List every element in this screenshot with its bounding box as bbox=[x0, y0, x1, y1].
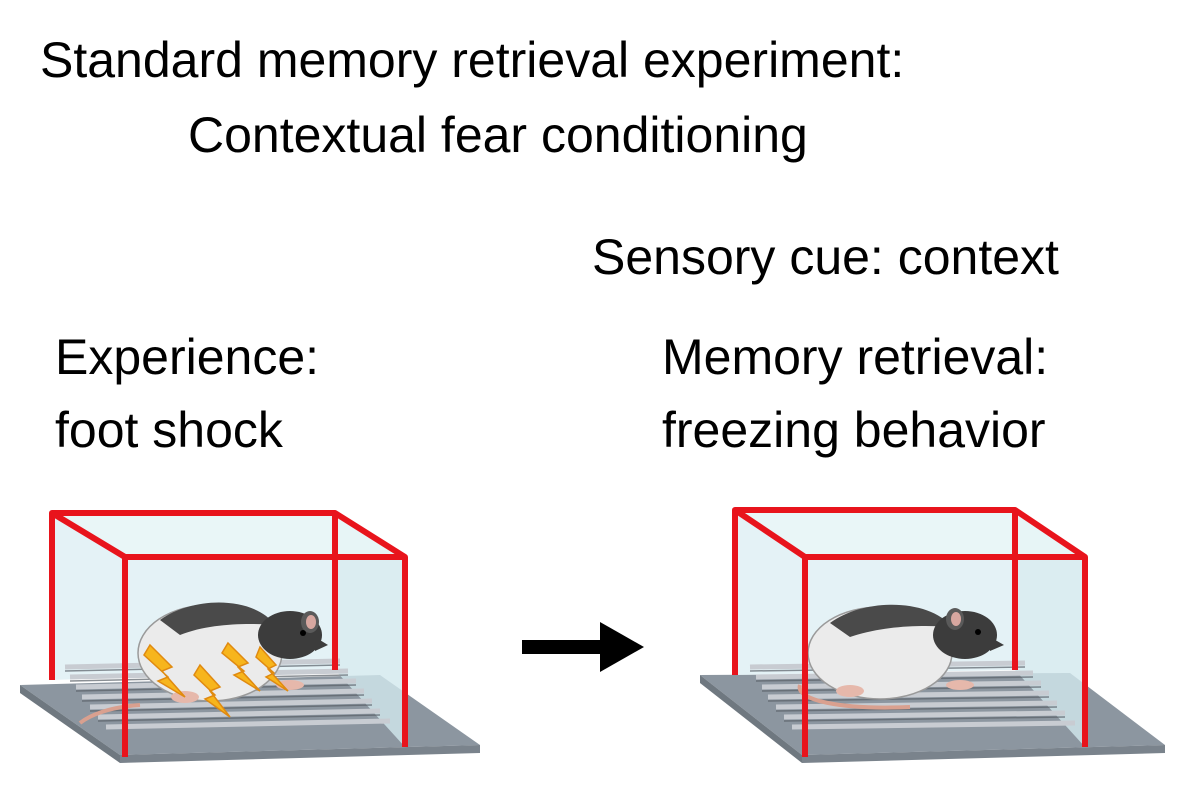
cage-frame bbox=[732, 507, 1088, 757]
cage-floor-front bbox=[802, 745, 1165, 763]
shock-cage-illustration bbox=[20, 510, 480, 763]
cage-glass-top bbox=[735, 510, 1085, 557]
retrieval-subheading: freezing behavior bbox=[662, 402, 1046, 458]
cage-frame bbox=[49, 510, 408, 757]
experience-heading: Experience: bbox=[55, 329, 320, 385]
title-line-2: Contextual fear conditioning bbox=[188, 107, 808, 163]
cage-glass-top bbox=[52, 513, 405, 557]
shock-bolts bbox=[143, 641, 289, 718]
freezing-cage-illustration bbox=[700, 507, 1165, 763]
title-line-1: Standard memory retrieval experiment: bbox=[40, 32, 905, 88]
rat bbox=[797, 604, 1004, 710]
cage-floor-front bbox=[120, 745, 480, 763]
cage-floor-edge bbox=[20, 685, 120, 763]
right-arrow-icon bbox=[522, 622, 644, 672]
retrieval-heading: Memory retrieval: bbox=[662, 329, 1049, 385]
sensory-cue-label: Sensory cue: context bbox=[592, 229, 1059, 285]
cage-floor-edge bbox=[700, 675, 802, 763]
experience-subheading: foot shock bbox=[55, 402, 283, 458]
cage-glass-side bbox=[335, 513, 405, 747]
